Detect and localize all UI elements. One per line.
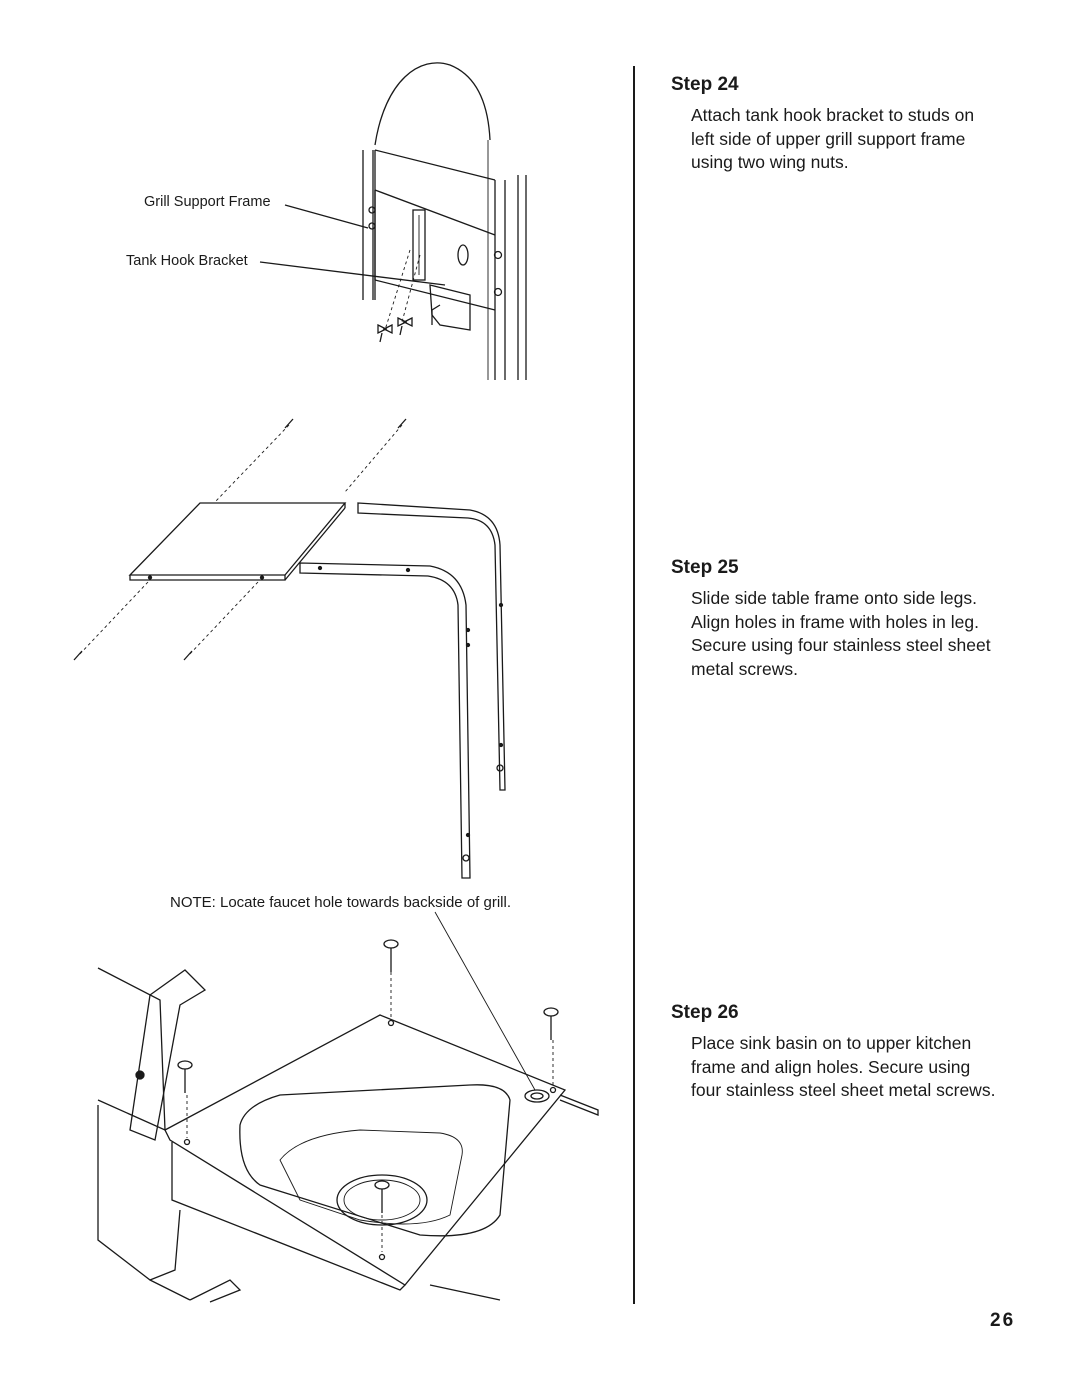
step-24-title: Step 24 [671,74,739,95]
faucet-hole-note: NOTE: Locate faucet hole towards backsid… [170,894,512,911]
step-25-text: Slide side table frame onto side legs. A… [691,588,991,679]
tank-hook-bracket-label: Tank Hook Bracket [126,253,248,269]
step-26-text: Place sink basin on to upper kitchen fra… [691,1033,996,1100]
step-24: Step 24 Attach tank hook bracket to stud… [671,74,1001,175]
step-24-text: Attach tank hook bracket to studs on lef… [691,105,975,172]
column-divider [633,66,635,1304]
step-25-title: Step 25 [671,557,739,578]
step-26-title: Step 26 [671,1002,739,1023]
step-24-figure [259,62,527,380]
step-25: Step 25 Slide side table frame onto side… [671,557,1001,681]
grill-support-frame-label: Grill Support Frame [144,194,271,210]
step-25-figure [73,418,506,879]
step-26: Step 26 Place sink basin on to upper kit… [671,1002,1001,1103]
step-26-figure [97,911,599,1303]
assembly-illustrations [73,62,599,1303]
page-number: 26 [990,1310,1016,1331]
